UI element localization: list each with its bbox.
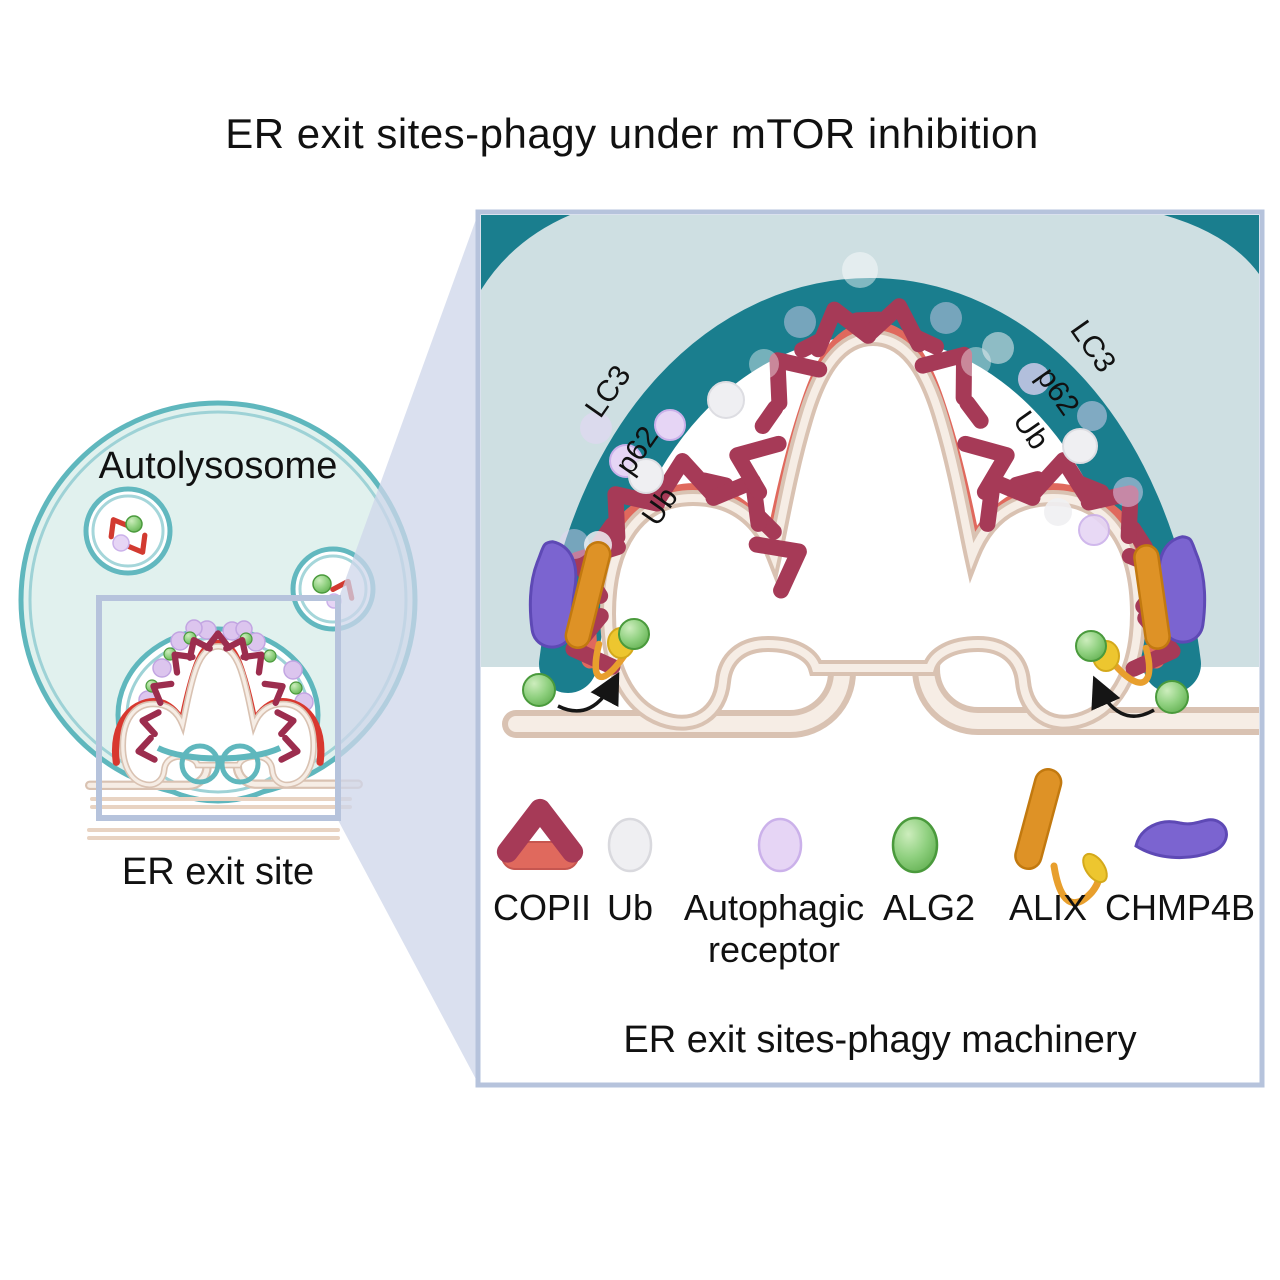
alix-tail — [1110, 644, 1153, 686]
legend-label-alg2: ALG2 — [883, 887, 975, 928]
alg2-protein-bound — [1075, 630, 1107, 662]
alix-icon — [1014, 768, 1108, 906]
alix-protein — [564, 540, 612, 650]
alix-protein — [1133, 544, 1171, 650]
escrt-machinery-left — [522, 538, 650, 713]
degrading-vesicle — [83, 486, 173, 576]
mini-teal-tubules — [156, 743, 282, 785]
autophagic-receptor-icon — [757, 817, 803, 873]
er-exit-site-label: ER exit site — [122, 851, 314, 893]
escrt-machinery-right — [1075, 533, 1212, 718]
autolysosome-label: Autolysosome — [99, 445, 338, 487]
membrane-corner-right — [1164, 215, 1259, 274]
legend-label-autophagic: Autophagic — [684, 887, 864, 928]
alg2-icon — [891, 816, 939, 874]
recruitment-arrow-left — [557, 671, 620, 713]
legend: COPII Ub Autophagic receptor ALG2 ALIX C… — [493, 768, 1255, 970]
legend-label-receptor: receptor — [708, 929, 840, 970]
er-sheet-lines — [87, 797, 352, 840]
legend-label-chmp4b: CHMP4B — [1105, 887, 1255, 928]
zoom-box — [96, 595, 341, 821]
mini-er-exit-site — [90, 619, 359, 804]
zoom-wedge — [338, 214, 478, 1083]
legend-label-alix: ALIX — [1009, 887, 1087, 928]
membrane-corner-left — [481, 215, 570, 290]
alg2-protein-bound — [618, 618, 650, 650]
page-title: ER exit sites-phagy under mTOR inhibitio… — [225, 110, 1038, 157]
recruitment-arrow-right — [1091, 675, 1155, 718]
legend-label-copii: COPII — [493, 887, 591, 928]
copii-icon — [502, 810, 578, 870]
legend-label-ub: Ub — [607, 887, 653, 928]
alg2-protein-free — [522, 673, 556, 707]
eres-phagy-panel: LC3 p62 Ub LC3 p62 Ub — [475, 209, 1265, 1088]
ubiquitin-icon — [607, 817, 653, 873]
panel-caption: ER exit sites-phagy machinery — [623, 1019, 1136, 1061]
ub-receptor-dots — [539, 252, 1193, 617]
alg2-protein-free — [1155, 680, 1189, 714]
